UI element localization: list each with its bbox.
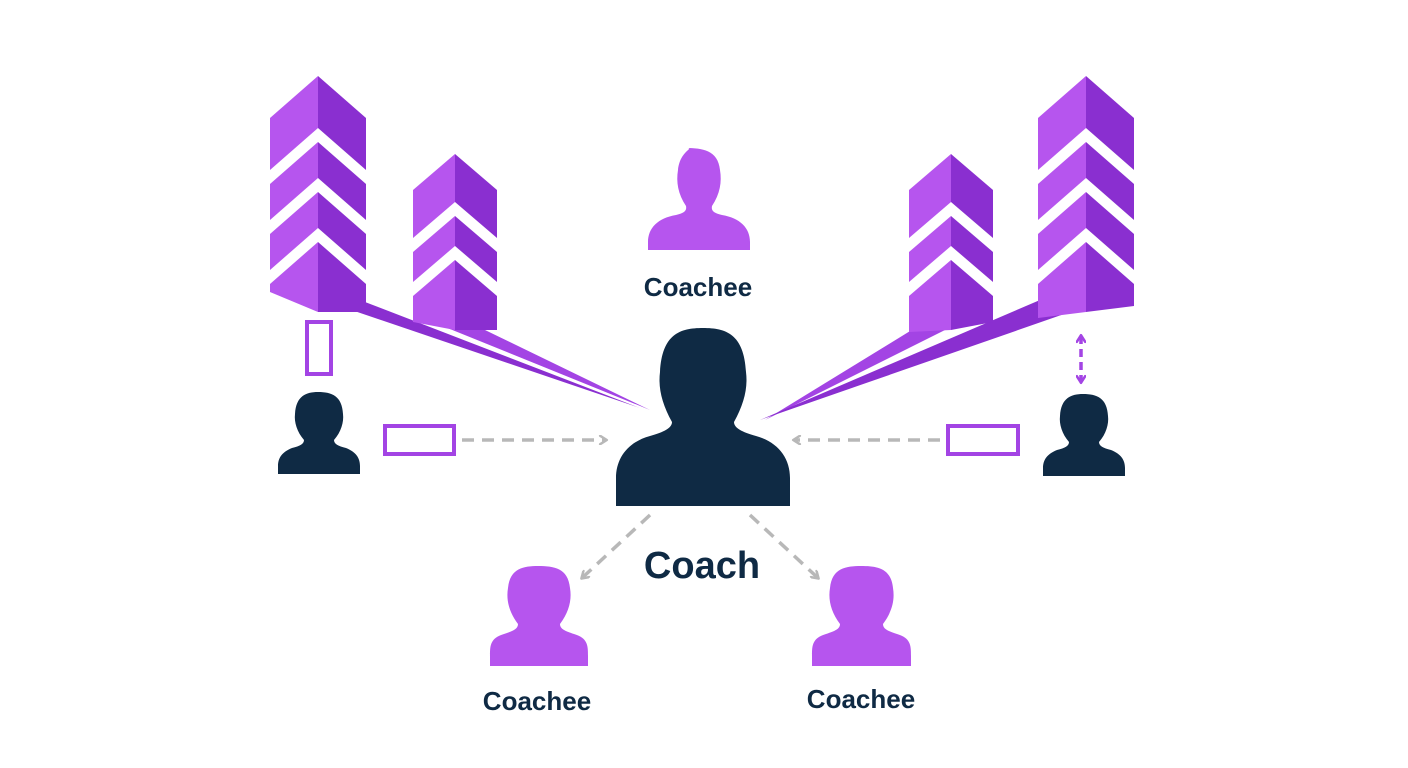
placeholder-rect-vertical-left	[305, 320, 333, 376]
coachee-top-label: Coachee	[643, 272, 753, 302]
coachee-top-icon	[648, 148, 750, 250]
coach-icon	[616, 328, 790, 506]
placeholder-rect-right	[946, 424, 1020, 456]
chevron-tower-icon	[270, 76, 366, 312]
beam-right-inner	[765, 325, 955, 420]
dashed-arrow-coach-to-bottom-right	[748, 513, 818, 578]
coachee-bottom-left-label: Coachee	[482, 686, 592, 716]
placeholder-rect-left	[383, 424, 456, 456]
dashed-arrow-coach-to-bottom-left	[582, 513, 652, 578]
peer-right-icon	[1043, 394, 1125, 476]
beam-left-outer	[322, 300, 640, 408]
chevron-tower-icon	[909, 154, 993, 332]
chevron-tower-icon	[413, 154, 497, 330]
beam-left-inner	[440, 325, 650, 410]
coachee-bottom-left-icon	[490, 566, 588, 666]
peer-left-icon	[278, 392, 360, 474]
chevron-tower-icon	[1038, 76, 1134, 318]
beams	[322, 300, 1090, 420]
coachee-bottom-right-icon	[812, 566, 911, 666]
coach-label: Coach	[643, 545, 761, 587]
coachee-bottom-right-label: Coachee	[806, 684, 916, 714]
beam-right-outer	[760, 300, 1090, 420]
